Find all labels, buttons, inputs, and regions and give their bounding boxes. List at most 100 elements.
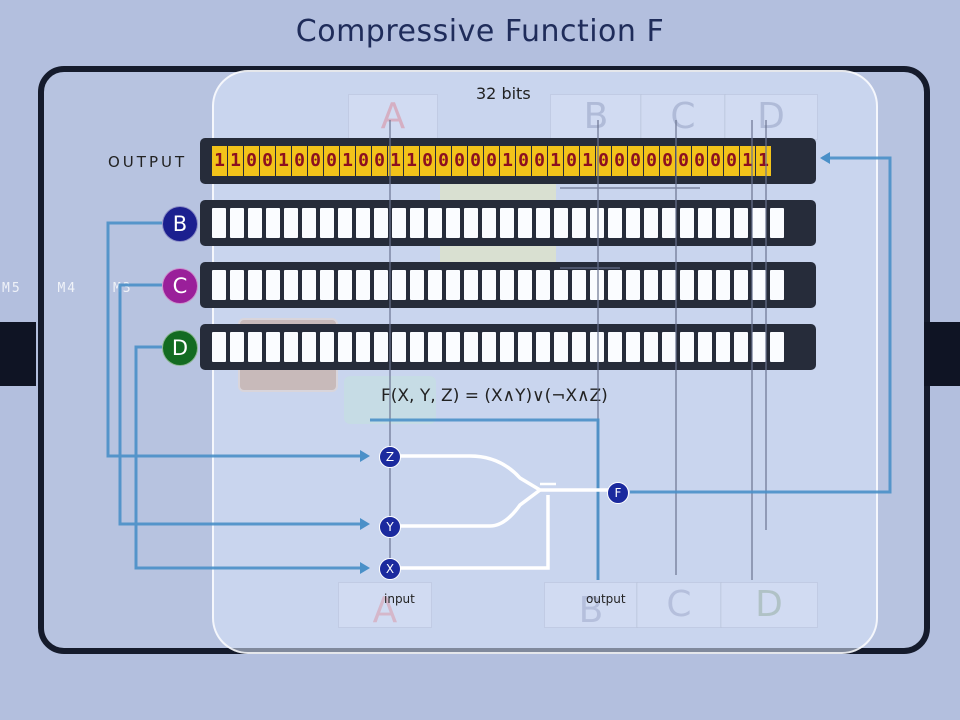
register-bit — [752, 208, 766, 238]
register-bit — [464, 270, 478, 300]
gate-input-x: X — [379, 558, 401, 580]
input-label: input — [384, 592, 415, 606]
register-bit — [212, 208, 226, 238]
register-bit — [536, 332, 550, 362]
register-bit — [284, 208, 298, 238]
register-bit — [392, 270, 406, 300]
register-bit — [626, 270, 640, 300]
register-bit — [446, 270, 460, 300]
register-bit — [734, 208, 748, 238]
register-bit — [374, 332, 388, 362]
register-bit — [230, 332, 244, 362]
output-bit: 0 — [484, 146, 499, 176]
output-bit: 0 — [676, 146, 691, 176]
register-bit — [734, 270, 748, 300]
output-bit: 0 — [644, 146, 659, 176]
register-bit — [464, 332, 478, 362]
register-bit — [284, 332, 298, 362]
output-bit: 1 — [276, 146, 291, 176]
register-bit — [428, 332, 442, 362]
register-bit — [698, 208, 712, 238]
register-bit — [608, 270, 622, 300]
register-bit — [428, 208, 442, 238]
register-bit — [410, 332, 424, 362]
output-bit: 0 — [244, 146, 259, 176]
register-bit — [266, 208, 280, 238]
register-bit — [356, 208, 370, 238]
register-bit — [482, 332, 496, 362]
register-b-badge: B — [162, 206, 198, 242]
register-bit — [410, 208, 424, 238]
register-bit — [662, 208, 676, 238]
register-bit — [590, 208, 604, 238]
register-bit — [770, 332, 784, 362]
register-bit — [752, 332, 766, 362]
output-bit: 0 — [564, 146, 579, 176]
register-d — [200, 324, 816, 370]
register-bit — [590, 270, 604, 300]
register-bit — [662, 270, 676, 300]
register-bit — [212, 332, 226, 362]
gate-output-f: F — [607, 482, 629, 504]
output-bit: 1 — [548, 146, 563, 176]
register-bit — [716, 270, 730, 300]
output-bit: 0 — [324, 146, 339, 176]
output-bit: 1 — [340, 146, 355, 176]
output-bit: 0 — [356, 146, 371, 176]
output-bit: 1 — [212, 146, 227, 176]
output-small-label: output — [586, 592, 626, 606]
register-bit — [338, 270, 352, 300]
register-bit — [608, 208, 622, 238]
register-bit — [572, 270, 586, 300]
register-bit — [518, 270, 532, 300]
register-bit — [212, 270, 226, 300]
register-bit — [302, 208, 316, 238]
output-bit: 0 — [516, 146, 531, 176]
output-label: OUTPUT — [108, 153, 188, 171]
register-bit — [536, 270, 550, 300]
register-bit — [248, 208, 262, 238]
register-bit — [680, 270, 694, 300]
register-bit — [770, 208, 784, 238]
register-bit — [248, 270, 262, 300]
register-bit — [554, 270, 568, 300]
register-bit — [572, 332, 586, 362]
register-bit — [590, 332, 604, 362]
register-bit — [680, 332, 694, 362]
register-bit — [698, 270, 712, 300]
register-bit — [302, 332, 316, 362]
register-bit — [374, 208, 388, 238]
output-bit: 0 — [532, 146, 547, 176]
register-bit — [500, 270, 514, 300]
page-title: Compressive Function F — [295, 14, 665, 49]
register-bit — [500, 332, 514, 362]
left-connector — [0, 322, 36, 386]
register-bit — [266, 270, 280, 300]
register-bit — [482, 270, 496, 300]
register-bit — [680, 208, 694, 238]
register-bit — [554, 208, 568, 238]
register-d-bits — [212, 332, 784, 362]
register-bit — [608, 332, 622, 362]
output-bit: 0 — [628, 146, 643, 176]
register-bit — [320, 332, 334, 362]
register-b — [200, 200, 816, 246]
register-bit — [338, 208, 352, 238]
register-bit — [320, 270, 334, 300]
output-bit: 0 — [436, 146, 451, 176]
output-bit: 0 — [660, 146, 675, 176]
register-bit — [482, 208, 496, 238]
output-bit: 1 — [500, 146, 515, 176]
function-formula: F(X, Y, Z) = (X∧Y)∨(¬X∧Z) — [381, 386, 608, 406]
register-bit — [662, 332, 676, 362]
register-bit — [356, 270, 370, 300]
register-bit — [500, 208, 514, 238]
register-bit — [698, 332, 712, 362]
output-bit: 1 — [228, 146, 243, 176]
register-bit — [536, 208, 550, 238]
register-bit — [518, 208, 532, 238]
register-bit — [734, 332, 748, 362]
register-bit — [716, 208, 730, 238]
register-bit — [626, 208, 640, 238]
